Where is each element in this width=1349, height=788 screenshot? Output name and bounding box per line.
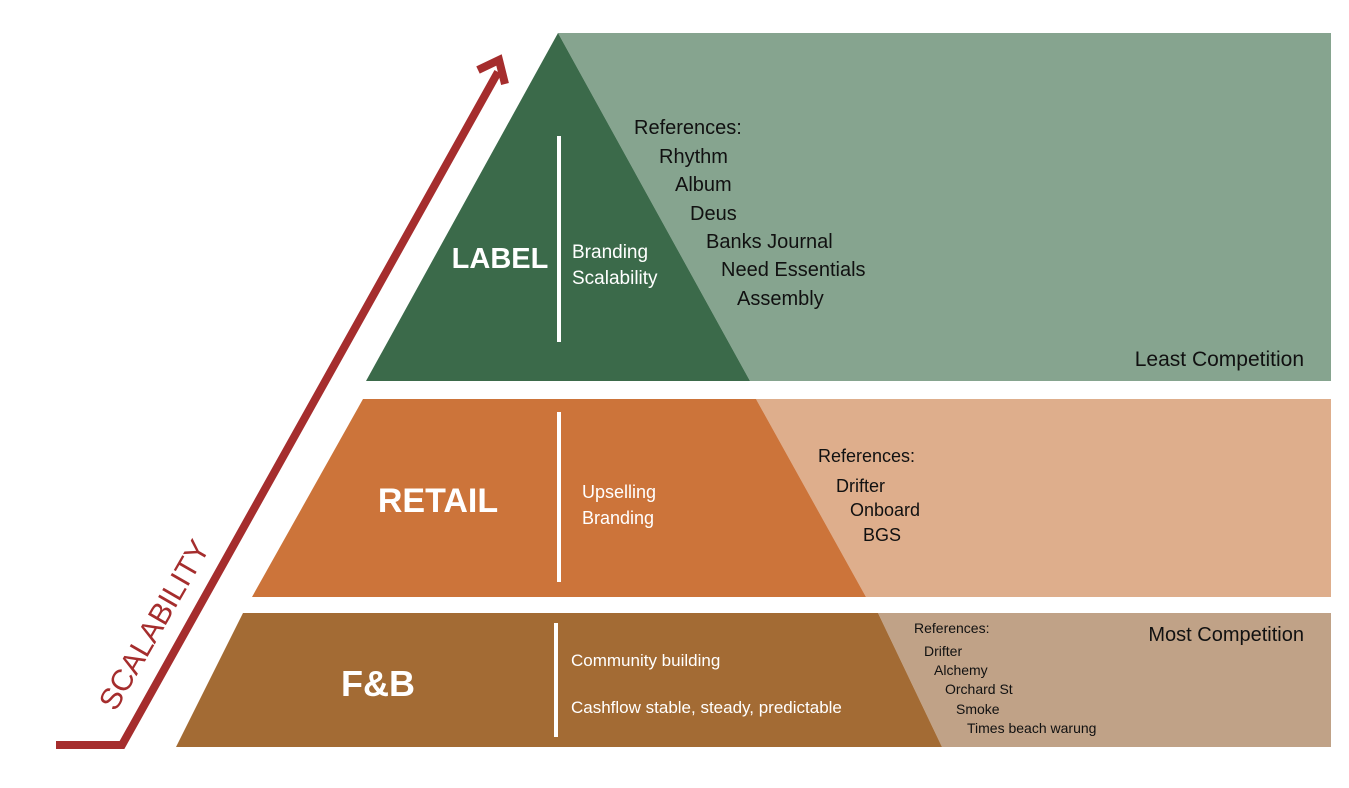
- tier-label-reference: Need Essentials: [721, 259, 866, 281]
- tier-fnb-references-title: References:: [914, 620, 989, 636]
- most-competition-label: Most Competition: [1148, 624, 1304, 646]
- tier-fnb-reference: Alchemy: [934, 662, 988, 678]
- tier-retail-reference: Onboard: [850, 500, 920, 520]
- tier-label: LABEL Branding Scalability References: R…: [366, 33, 1331, 381]
- tier-retail: RETAIL Upselling Branding References: Dr…: [252, 399, 1331, 597]
- tier-label-reference: Deus: [690, 203, 737, 225]
- tier-retail-name: RETAIL: [378, 482, 498, 520]
- tier-retail-references-title: References:: [818, 446, 915, 466]
- tier-retail-trait-1: Upselling: [582, 482, 656, 502]
- tier-retail-reference: Drifter: [836, 476, 885, 496]
- tier-fnb-reference: Orchard St: [945, 681, 1013, 697]
- tier-retail-trait-2: Branding: [582, 508, 654, 528]
- tier-label-reference: Rhythm: [659, 146, 728, 168]
- tier-label-name: LABEL: [452, 243, 549, 275]
- scalability-arrowhead: [476, 54, 509, 85]
- tier-retail-band: [756, 399, 1331, 597]
- tier-label-band: [558, 33, 1331, 381]
- tier-fnb-reference: Drifter: [924, 643, 962, 659]
- tier-label-reference: Album: [675, 174, 732, 196]
- tier-fnb: F&B Community building Cashflow stable, …: [176, 613, 1331, 747]
- tier-fnb-trait-1: Community building: [571, 651, 720, 670]
- tier-fnb-name: F&B: [341, 663, 415, 704]
- tier-label-reference: Assembly: [737, 288, 824, 310]
- tier-label-trait-2: Scalability: [572, 268, 658, 289]
- tier-fnb-pyramid: [176, 613, 942, 747]
- scalability-arrow-line: [56, 70, 502, 749]
- tier-fnb-reference: Smoke: [956, 701, 1000, 717]
- tier-label-trait-1: Branding: [572, 242, 648, 263]
- tier-fnb-trait-2: Cashflow stable, steady, predictable: [571, 698, 842, 717]
- tier-label-references-title: References:: [634, 117, 742, 139]
- tier-fnb-band: [878, 613, 1331, 747]
- tier-label-reference: Banks Journal: [706, 231, 833, 253]
- tier-retail-reference: BGS: [863, 525, 901, 545]
- least-competition-label: Least Competition: [1135, 348, 1304, 371]
- tier-fnb-reference: Times beach warung: [967, 720, 1096, 736]
